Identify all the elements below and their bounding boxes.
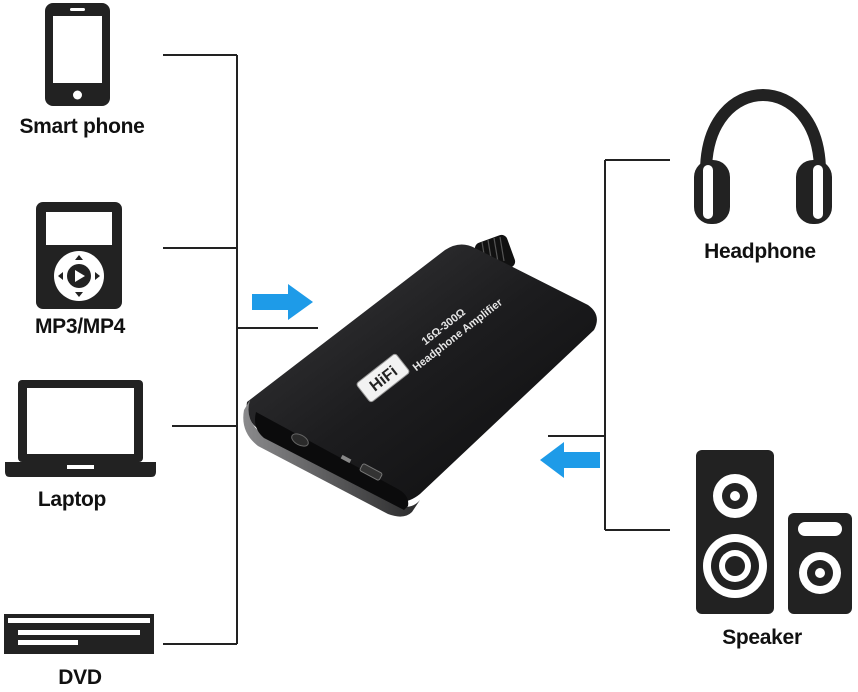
dvd-player-icon [4,614,154,654]
speaker-label: Speaker [722,626,802,649]
headphone-label: Headphone [704,240,816,263]
input-arrow-icon [252,284,313,320]
output-connector-lines [548,159,670,531]
headphone-icon [694,88,832,224]
dvd-label: DVD [58,666,102,689]
laptop-icon [5,380,156,477]
speaker-icon [696,450,852,614]
source-connector-lines [163,54,318,645]
output-arrow-icon [540,442,600,478]
mp3-player-icon [36,202,122,309]
headphone-amplifier-device: HiFi 16Ω-300Ω Headphone Amplifier [243,234,597,517]
laptop-label: Laptop [37,488,107,511]
mp3-label: MP3/MP4 [34,315,126,338]
smartphone-label: Smart phone [19,115,145,138]
smartphone-icon [45,3,110,106]
